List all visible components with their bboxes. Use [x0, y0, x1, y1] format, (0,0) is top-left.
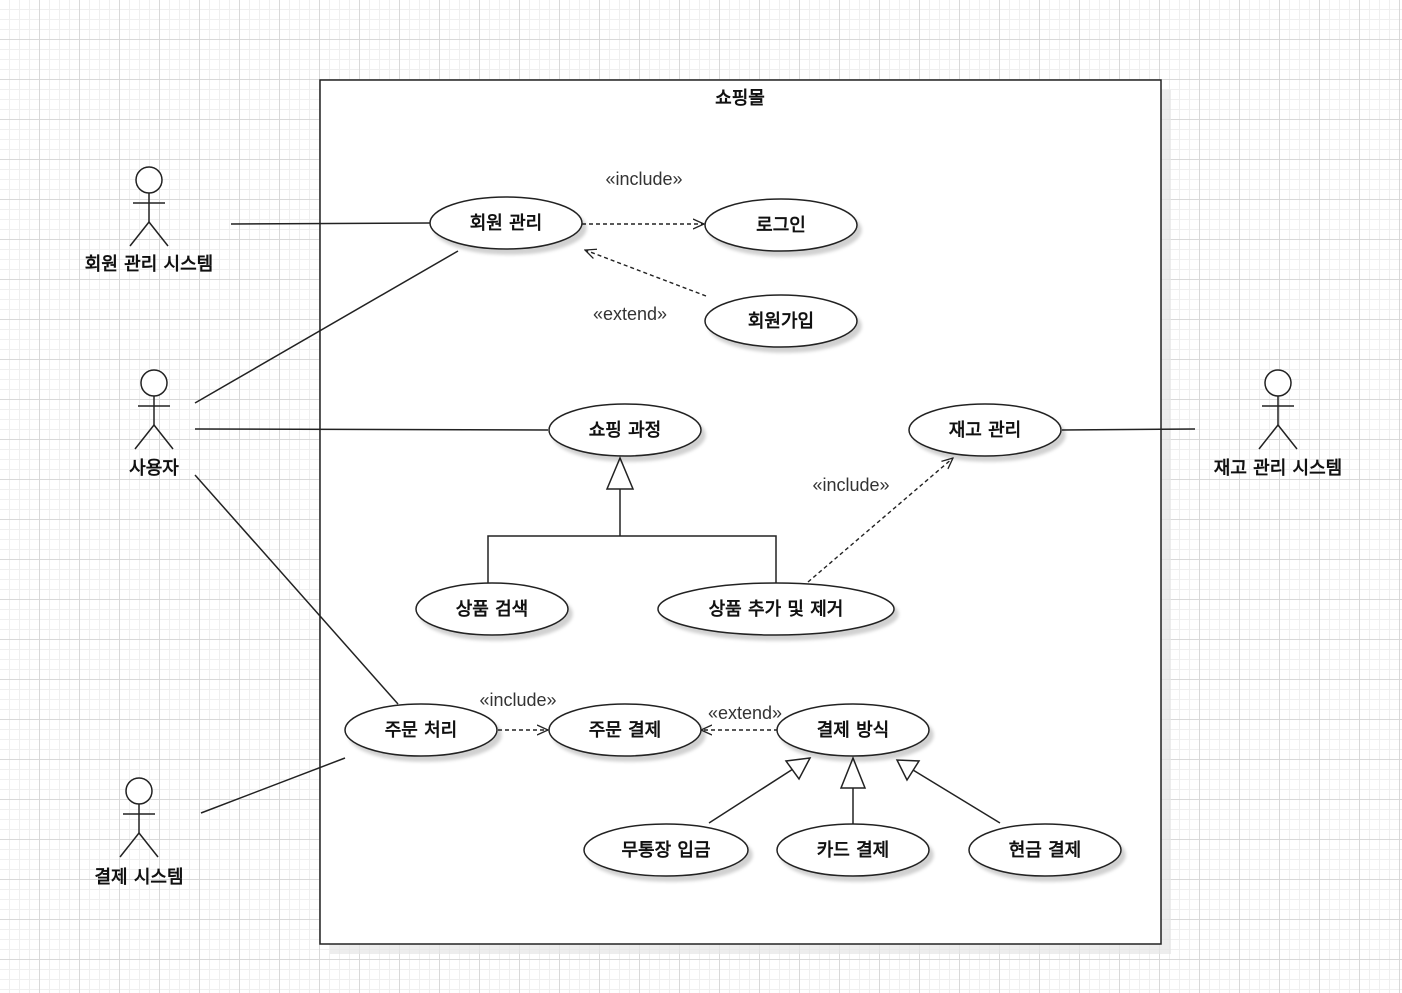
- svg-text:주문 처리: 주문 처리: [385, 720, 458, 741]
- actor-member-system[interactable]: 회원 관리 시스템: [85, 166, 213, 275]
- stick-figure-icon: [1258, 369, 1298, 450]
- use-case-signup[interactable]: 회원가입: [704, 294, 858, 348]
- stereotype-include-order: «include»: [479, 690, 556, 710]
- assoc-payment-system-order: [200, 757, 346, 814]
- stick-figure-icon: [134, 369, 174, 450]
- assoc-user-order: [194, 474, 399, 705]
- use-case-login[interactable]: 로그인: [704, 198, 858, 252]
- use-case-member-mgmt[interactable]: 회원 관리: [429, 196, 583, 250]
- generalization-payment: [708, 755, 1001, 824]
- use-case-add-remove[interactable]: 상품 추가 및 제거: [657, 582, 895, 636]
- use-case-search[interactable]: 상품 검색: [415, 582, 569, 636]
- svg-text:상품 추가 및 제거: 상품 추가 및 제거: [709, 599, 844, 620]
- actor-label: 재고 관리 시스템: [1214, 458, 1342, 479]
- svg-text:현금 결제: 현금 결제: [1009, 840, 1082, 861]
- generalization-shopping: [487, 456, 777, 585]
- assoc-user-member-mgmt: [194, 250, 459, 404]
- system-title: 쇼핑몰: [715, 88, 765, 109]
- use-case-cash-pay[interactable]: 현금 결제: [968, 823, 1122, 877]
- svg-text:재고 관리: 재고 관리: [949, 420, 1022, 441]
- stereotype-extend-pay: «extend»: [708, 703, 782, 723]
- actor-inventory-system[interactable]: 재고 관리 시스템: [1214, 369, 1342, 479]
- svg-text:무통장 입금: 무통장 입금: [621, 839, 710, 861]
- svg-text:상품 검색: 상품 검색: [456, 599, 529, 620]
- assoc-user-shopping: [194, 428, 549, 431]
- stereotype-extend-signup: «extend»: [593, 304, 667, 324]
- assoc-inventory-system-inventory: [1061, 428, 1196, 431]
- svg-text:로그인: 로그인: [756, 215, 806, 236]
- actor-user[interactable]: 사용자: [129, 369, 179, 479]
- use-case-inventory[interactable]: 재고 관리: [908, 403, 1062, 457]
- stereotype-labels: «include» «extend» «include» «include» «…: [479, 169, 889, 723]
- use-case-shopping[interactable]: 쇼핑 과정: [548, 403, 702, 457]
- svg-text:회원가입: 회원가입: [748, 310, 814, 332]
- actor-label: 사용자: [129, 458, 179, 479]
- use-case-card-pay[interactable]: 카드 결제: [776, 823, 930, 877]
- svg-text:쇼핑 과정: 쇼핑 과정: [589, 420, 662, 441]
- extend-signup-arrow: [585, 250, 707, 297]
- associations: [194, 222, 1196, 814]
- svg-text:카드 결제: 카드 결제: [817, 840, 890, 861]
- stick-figure-icon: [129, 166, 169, 247]
- stick-figure-icon: [119, 777, 159, 858]
- use-case-pay-method[interactable]: 결제 방식: [776, 703, 930, 757]
- assoc-member-system-member-mgmt: [230, 222, 431, 225]
- svg-text:회원 관리: 회원 관리: [470, 213, 543, 234]
- stereotype-include-inventory: «include»: [812, 475, 889, 495]
- dependencies: [498, 224, 953, 730]
- stereotype-include-login: «include»: [605, 169, 682, 189]
- include-inventory-arrow: [807, 458, 953, 583]
- use-cases: 회원 관리 로그인 회원가입 쇼핑 과정 재고 관리 상품 검색 상품 추가 및…: [344, 196, 1122, 877]
- actor-label: 회원 관리 시스템: [85, 254, 213, 275]
- actor-payment-system[interactable]: 결제 시스템: [94, 777, 184, 888]
- actor-label: 결제 시스템: [94, 867, 183, 888]
- use-case-order[interactable]: 주문 처리: [344, 703, 498, 757]
- use-case-bank-deposit[interactable]: 무통장 입금: [583, 823, 749, 877]
- svg-text:결제 방식: 결제 방식: [817, 720, 890, 741]
- use-case-order-pay[interactable]: 주문 결제: [548, 703, 702, 757]
- svg-text:주문 결제: 주문 결제: [589, 720, 662, 741]
